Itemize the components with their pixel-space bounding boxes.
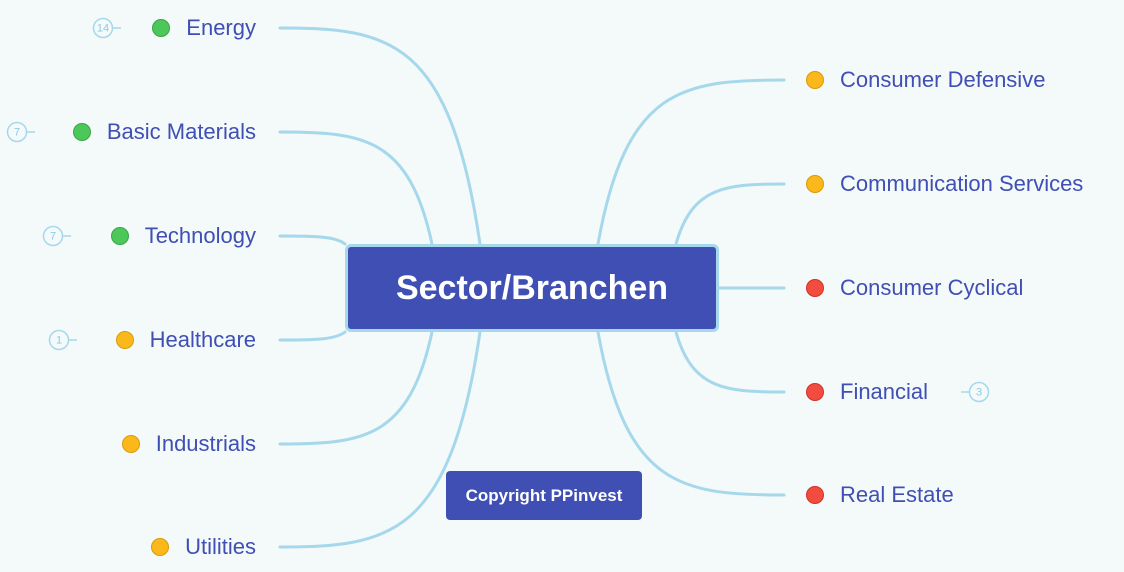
branch-line-healthcare <box>278 330 347 342</box>
status-dot-icon <box>72 123 91 141</box>
status-dot-icon <box>806 383 824 401</box>
topic-node-energy[interactable]: Energy <box>152 13 256 43</box>
collapse-circle <box>48 329 70 351</box>
topic-node-financial[interactable]: Financial <box>806 377 928 407</box>
topic-node-utilities[interactable]: Utilities <box>151 532 256 562</box>
topic-label: Consumer Defensive <box>840 67 1046 92</box>
topic-label: Basic Materials <box>106 119 256 144</box>
collapse-badge-healthcare[interactable]: 1 <box>48 329 78 351</box>
topic-node-real-estate[interactable]: Real Estate <box>806 480 954 510</box>
status-dot-icon <box>806 71 824 89</box>
topic-label: Healthcare <box>149 327 256 352</box>
topic-node-technology[interactable]: Technology <box>110 221 256 251</box>
topic-label: Technology <box>144 223 256 248</box>
topic-label: Real Estate <box>840 482 954 507</box>
status-dot-icon <box>121 435 140 453</box>
topic-node-basic-materials[interactable]: Basic Materials <box>72 117 256 147</box>
topic-node-healthcare[interactable]: Healthcare <box>115 325 256 355</box>
collapse-badge-basic-materials[interactable]: 7 <box>6 121 36 143</box>
topic-node-consumer-defensive[interactable]: Consumer Defensive <box>806 65 1045 95</box>
status-dot-icon <box>115 331 134 349</box>
topic-label: Industrials <box>155 431 256 456</box>
branch-line-communication-services <box>674 182 786 246</box>
collapse-badge-technology[interactable]: 7 <box>42 225 72 247</box>
status-dot-icon <box>806 175 824 193</box>
collapse-circle <box>6 121 28 143</box>
status-dot-icon <box>806 279 824 297</box>
copyright-badge: Copyright PPinvest <box>446 471 642 520</box>
copyright-text: Copyright PPinvest <box>465 485 623 505</box>
topic-label: Financial <box>840 379 929 404</box>
status-dot-icon <box>806 486 824 504</box>
branch-line-financial <box>674 330 786 394</box>
collapse-badge-financial[interactable]: 3 <box>961 381 990 403</box>
branch-line-energy <box>278 26 482 246</box>
topic-label: Utilities <box>185 534 256 559</box>
collapse-count: 14 <box>97 23 109 35</box>
branch-line-real-estate <box>596 330 786 497</box>
central-topic-node[interactable]: Sector/Branchen <box>345 244 719 332</box>
collapse-circle <box>968 381 990 403</box>
collapse-badge-energy[interactable]: 14 <box>92 17 122 39</box>
status-dot-icon <box>110 227 129 245</box>
topic-node-industrials[interactable]: Industrials <box>121 429 256 459</box>
branch-line-basic-materials <box>278 130 434 246</box>
collapse-count: 3 <box>976 387 982 399</box>
topic-label: Communication Services <box>840 171 1084 196</box>
status-dot-icon <box>152 19 171 37</box>
central-topic-label: Sector/Branchen <box>395 268 669 307</box>
status-dot-icon <box>151 538 170 556</box>
topic-node-consumer-cyclical[interactable]: Consumer Cyclical <box>806 273 1023 303</box>
collapse-circle <box>42 225 64 247</box>
topic-label: Energy <box>186 15 256 40</box>
branch-line-technology <box>278 234 347 246</box>
collapse-count: 1 <box>56 335 62 347</box>
topic-node-communication-services[interactable]: Communication Services <box>806 169 1083 199</box>
branch-line-consumer-defensive <box>596 78 786 246</box>
topic-label: Consumer Cyclical <box>840 275 1024 300</box>
branch-line-utilities <box>278 330 482 549</box>
collapse-circle <box>92 17 114 39</box>
collapse-count: 7 <box>50 231 56 243</box>
branch-line-industrials <box>278 330 434 446</box>
collapse-count: 7 <box>14 127 20 139</box>
